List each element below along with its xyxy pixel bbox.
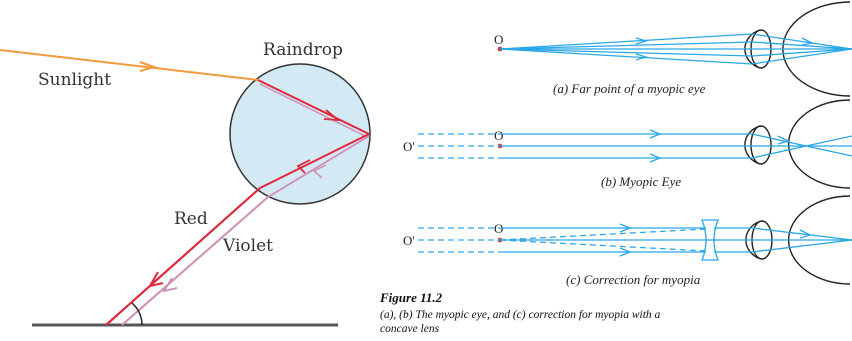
red-exit-arrow [147,271,164,288]
internal-arrow-1 [323,109,341,122]
internal-arrow-2 [296,159,311,174]
red-label: Red [174,209,208,229]
internal-arrow-3 [312,164,327,179]
angle-arc [131,302,143,326]
violet-exit-ray [121,196,269,326]
point-o-prime-b: O' [403,139,415,154]
internal-ray-1-violet [259,83,368,138]
sunlight-ray [0,49,259,81]
internal-ray-2-violet [267,135,370,198]
rainbow-diagram: Sunlight Raindrop Red Violet [0,40,371,327]
myopia-panel-b: O' O (b) Myopic Eye [403,99,852,189]
internal-ray-1 [257,79,370,135]
sunlight-label: Sunlight [38,70,111,90]
caption-a: (a) Far point of a myopic eye [553,81,706,96]
internal-ray-2-red [259,133,370,189]
myopia-panel-c: O' O (c) Correction for myopia [403,195,852,287]
violet-label: Violet [222,236,273,256]
point-o-a: O [494,32,503,47]
caption-b: (b) Myopic Eye [601,174,681,189]
figure-caption-line2: concave lens [380,323,440,335]
violet-exit-arrow [162,277,178,293]
eye-b [744,99,851,189]
myopia-panel-a: O (a) Far point of a myopic eye [494,1,852,97]
red-exit-ray [105,187,261,326]
raindrop-circle [229,63,371,205]
caption-c: (c) Correction for myopia [566,272,701,287]
point-o-prime-c: O' [403,233,415,248]
figure-title: Figure 11.2 [379,290,443,305]
point-o-b: O [494,128,503,143]
figure-caption-line1: (a), (b) The myopic eye, and (c) correct… [380,309,661,321]
sunlight-arrow [139,61,158,72]
figure-caption: Figure 11.2 (a), (b) The myopic eye, and… [379,290,661,335]
raindrop-label: Raindrop [263,40,343,60]
